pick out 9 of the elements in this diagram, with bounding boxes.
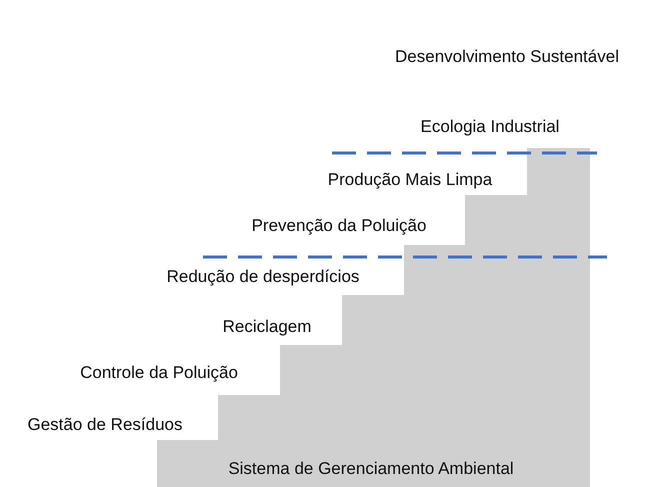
step-label: Redução de desperdícios — [166, 267, 360, 287]
step-label: Produção Mais Limpa — [328, 170, 492, 190]
step-label: Ecologia Industrial — [420, 117, 560, 137]
step-label: Controle da Poluição — [80, 363, 238, 383]
step-label: Reciclagem — [222, 317, 312, 337]
step-label: Desenvolvimento Sustentável — [395, 47, 619, 67]
step-label: Prevenção da Poluição — [252, 216, 426, 236]
base-step-label: Sistema de Gerenciamento Ambiental — [228, 459, 514, 479]
step-label: Gestão de Resíduos — [28, 415, 182, 435]
